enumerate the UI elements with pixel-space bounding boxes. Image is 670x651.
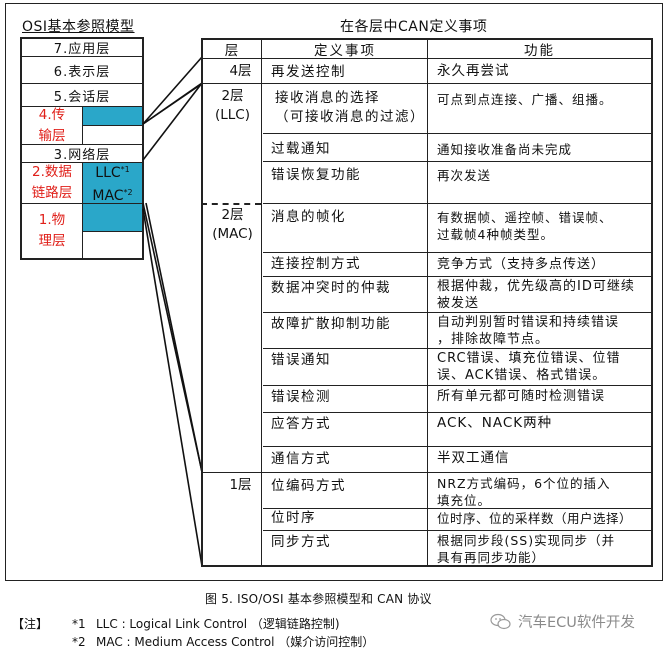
can-definition-table: 层 定义事项 功能 4层 再发送控制 永久再尝试 2层 (LLC) 接收消息的选… (201, 38, 653, 567)
function-cell: 通知接收准备尚未完成 (437, 142, 573, 157)
row-separator (263, 530, 651, 531)
item-cell: 错误通知 (271, 352, 331, 368)
item-cell: 通信方式 (271, 451, 331, 467)
item-cell: 连接控制方式 (271, 256, 361, 272)
function-cell: 根据仲裁，优先级高的ID可继续 被发送 (437, 279, 635, 311)
function-cell: 永久再尝试 (437, 63, 510, 79)
watermark: 汽车ECU软件开发 (490, 611, 635, 632)
function-cell: 再次发送 (437, 168, 492, 183)
osi-layer-5: 5.会话层 (22, 84, 142, 107)
col-divider-2 (427, 40, 428, 565)
layer-4-cell: 4层 (229, 63, 252, 79)
mac-label: MAC*2 (92, 188, 133, 204)
osi-layer-6: 6.表示层 (22, 57, 142, 84)
function-cell: 竞争方式（支持多点传送） (437, 257, 606, 272)
row-separator (263, 161, 651, 162)
osi-title: OSI基本参照模型 (22, 19, 135, 35)
item-cell: 接收消息的选择 （可接收消息的过滤） (275, 90, 425, 125)
item-cell: 消息的帧化 (271, 209, 346, 225)
osi-layer-4-can-part (83, 107, 142, 126)
function-cell: 自动判别暂时错误和持续错误 ，排除故障节点。 (437, 315, 620, 347)
osi-layer-4: 4.传 输层 (22, 107, 142, 145)
layer-1-cell: 1层 (229, 477, 252, 493)
row-separator (263, 133, 651, 134)
layer-separator (203, 472, 651, 473)
function-cell: 位时序、位的采样数（用户选择） (437, 511, 633, 526)
col-divider-1 (261, 40, 262, 565)
note-text-1: LLC : Logical Link Control （逻辑链路控制) (96, 617, 340, 631)
row-separator (263, 348, 651, 349)
function-cell: 可点到点连接、广播、组播。 (437, 92, 613, 107)
item-cell: 错误恢复功能 (271, 167, 361, 183)
header-layer: 层 (203, 40, 262, 59)
osi-layer-2-label: 2.数据 链路层 (22, 163, 83, 203)
figure-frame (5, 3, 663, 581)
osi-layer-2: 2.数据 链路层 LLC*1 MAC*2 (22, 163, 142, 204)
osi-layer-3: 3.网络层 (22, 145, 142, 163)
osi-layer-1-can-part (83, 204, 142, 232)
note-mark-1: *1 (72, 617, 86, 631)
can-table-title: 在各层中CAN定义事项 (340, 19, 488, 35)
osi-layer-4-other-part (83, 126, 142, 145)
function-cell: 根据同步段(SS)实现同步（并 具有再同步功能） (437, 533, 616, 565)
row-separator (263, 203, 651, 204)
llc-mac-dashed-separator (201, 203, 261, 205)
osi-layer-7: 7.应用层 (22, 39, 142, 57)
item-cell: 位编码方式 (271, 478, 346, 494)
osi-layer-2-llc-mac: LLC*1 MAC*2 (83, 163, 142, 204)
row-separator (263, 385, 651, 386)
function-cell: 有数据帧、遥控帧、错误帧、 过载帧4种帧类型。 (437, 210, 613, 242)
watermark-text: 汽车ECU软件开发 (518, 615, 635, 631)
item-cell: 错误检测 (271, 389, 331, 405)
osi-layer-4-label: 4.传 输层 (22, 107, 83, 144)
row-separator (263, 508, 651, 509)
function-cell: 半双工通信 (437, 450, 510, 466)
osi-model-stack: 7.应用层 6.表示层 5.会话层 4.传 输层 3.网络层 2.数据 链路层 … (20, 37, 144, 260)
item-cell: 再发送控制 (271, 64, 346, 80)
header-item: 定义事项 (262, 40, 428, 59)
figure-caption: 图 5. ISO/OSI 基本参照模型和 CAN 协议 (205, 592, 432, 606)
row-separator (263, 312, 651, 313)
osi-layer-1-other-part (83, 232, 142, 258)
item-cell: 位时序 (271, 510, 316, 526)
osi-layer-1: 1.物 理层 (22, 204, 142, 258)
item-cell: 应答方式 (271, 416, 331, 432)
row-separator (263, 252, 651, 253)
note-text-2: MAC : Medium Access Control （媒介访问控制） (96, 635, 375, 649)
item-cell: 数据冲突时的仲裁 (271, 280, 391, 296)
function-cell: NRZ方式编码，6个位的插入 填充位。 (437, 476, 611, 508)
row-separator (263, 412, 651, 413)
note-mark-2: *2 (72, 635, 86, 649)
llc-label: LLC*1 (95, 165, 130, 181)
header-function: 功能 (428, 40, 651, 59)
item-cell: 故障扩散抑制功能 (271, 316, 391, 332)
layer-separator (203, 83, 651, 84)
function-cell: ACK、NACK两种 (437, 415, 553, 431)
item-cell: 过载通知 (271, 141, 331, 157)
function-cell: CRC错误、填充位错误、位错 误、ACK错误、格式错误。 (437, 351, 621, 383)
row-separator (263, 276, 651, 277)
osi-layer-1-label: 1.物 理层 (22, 204, 83, 258)
layer-2-mac-cell: 2层 (MAC) (212, 207, 253, 242)
row-separator (263, 446, 651, 447)
wechat-icon (490, 613, 511, 629)
function-cell: 所有单元都可随时检测错误 (437, 389, 606, 404)
note-tag: 【注】 (12, 617, 49, 631)
layer-2-llc-cell: 2层 (LLC) (214, 88, 250, 123)
item-cell: 同步方式 (271, 534, 331, 550)
